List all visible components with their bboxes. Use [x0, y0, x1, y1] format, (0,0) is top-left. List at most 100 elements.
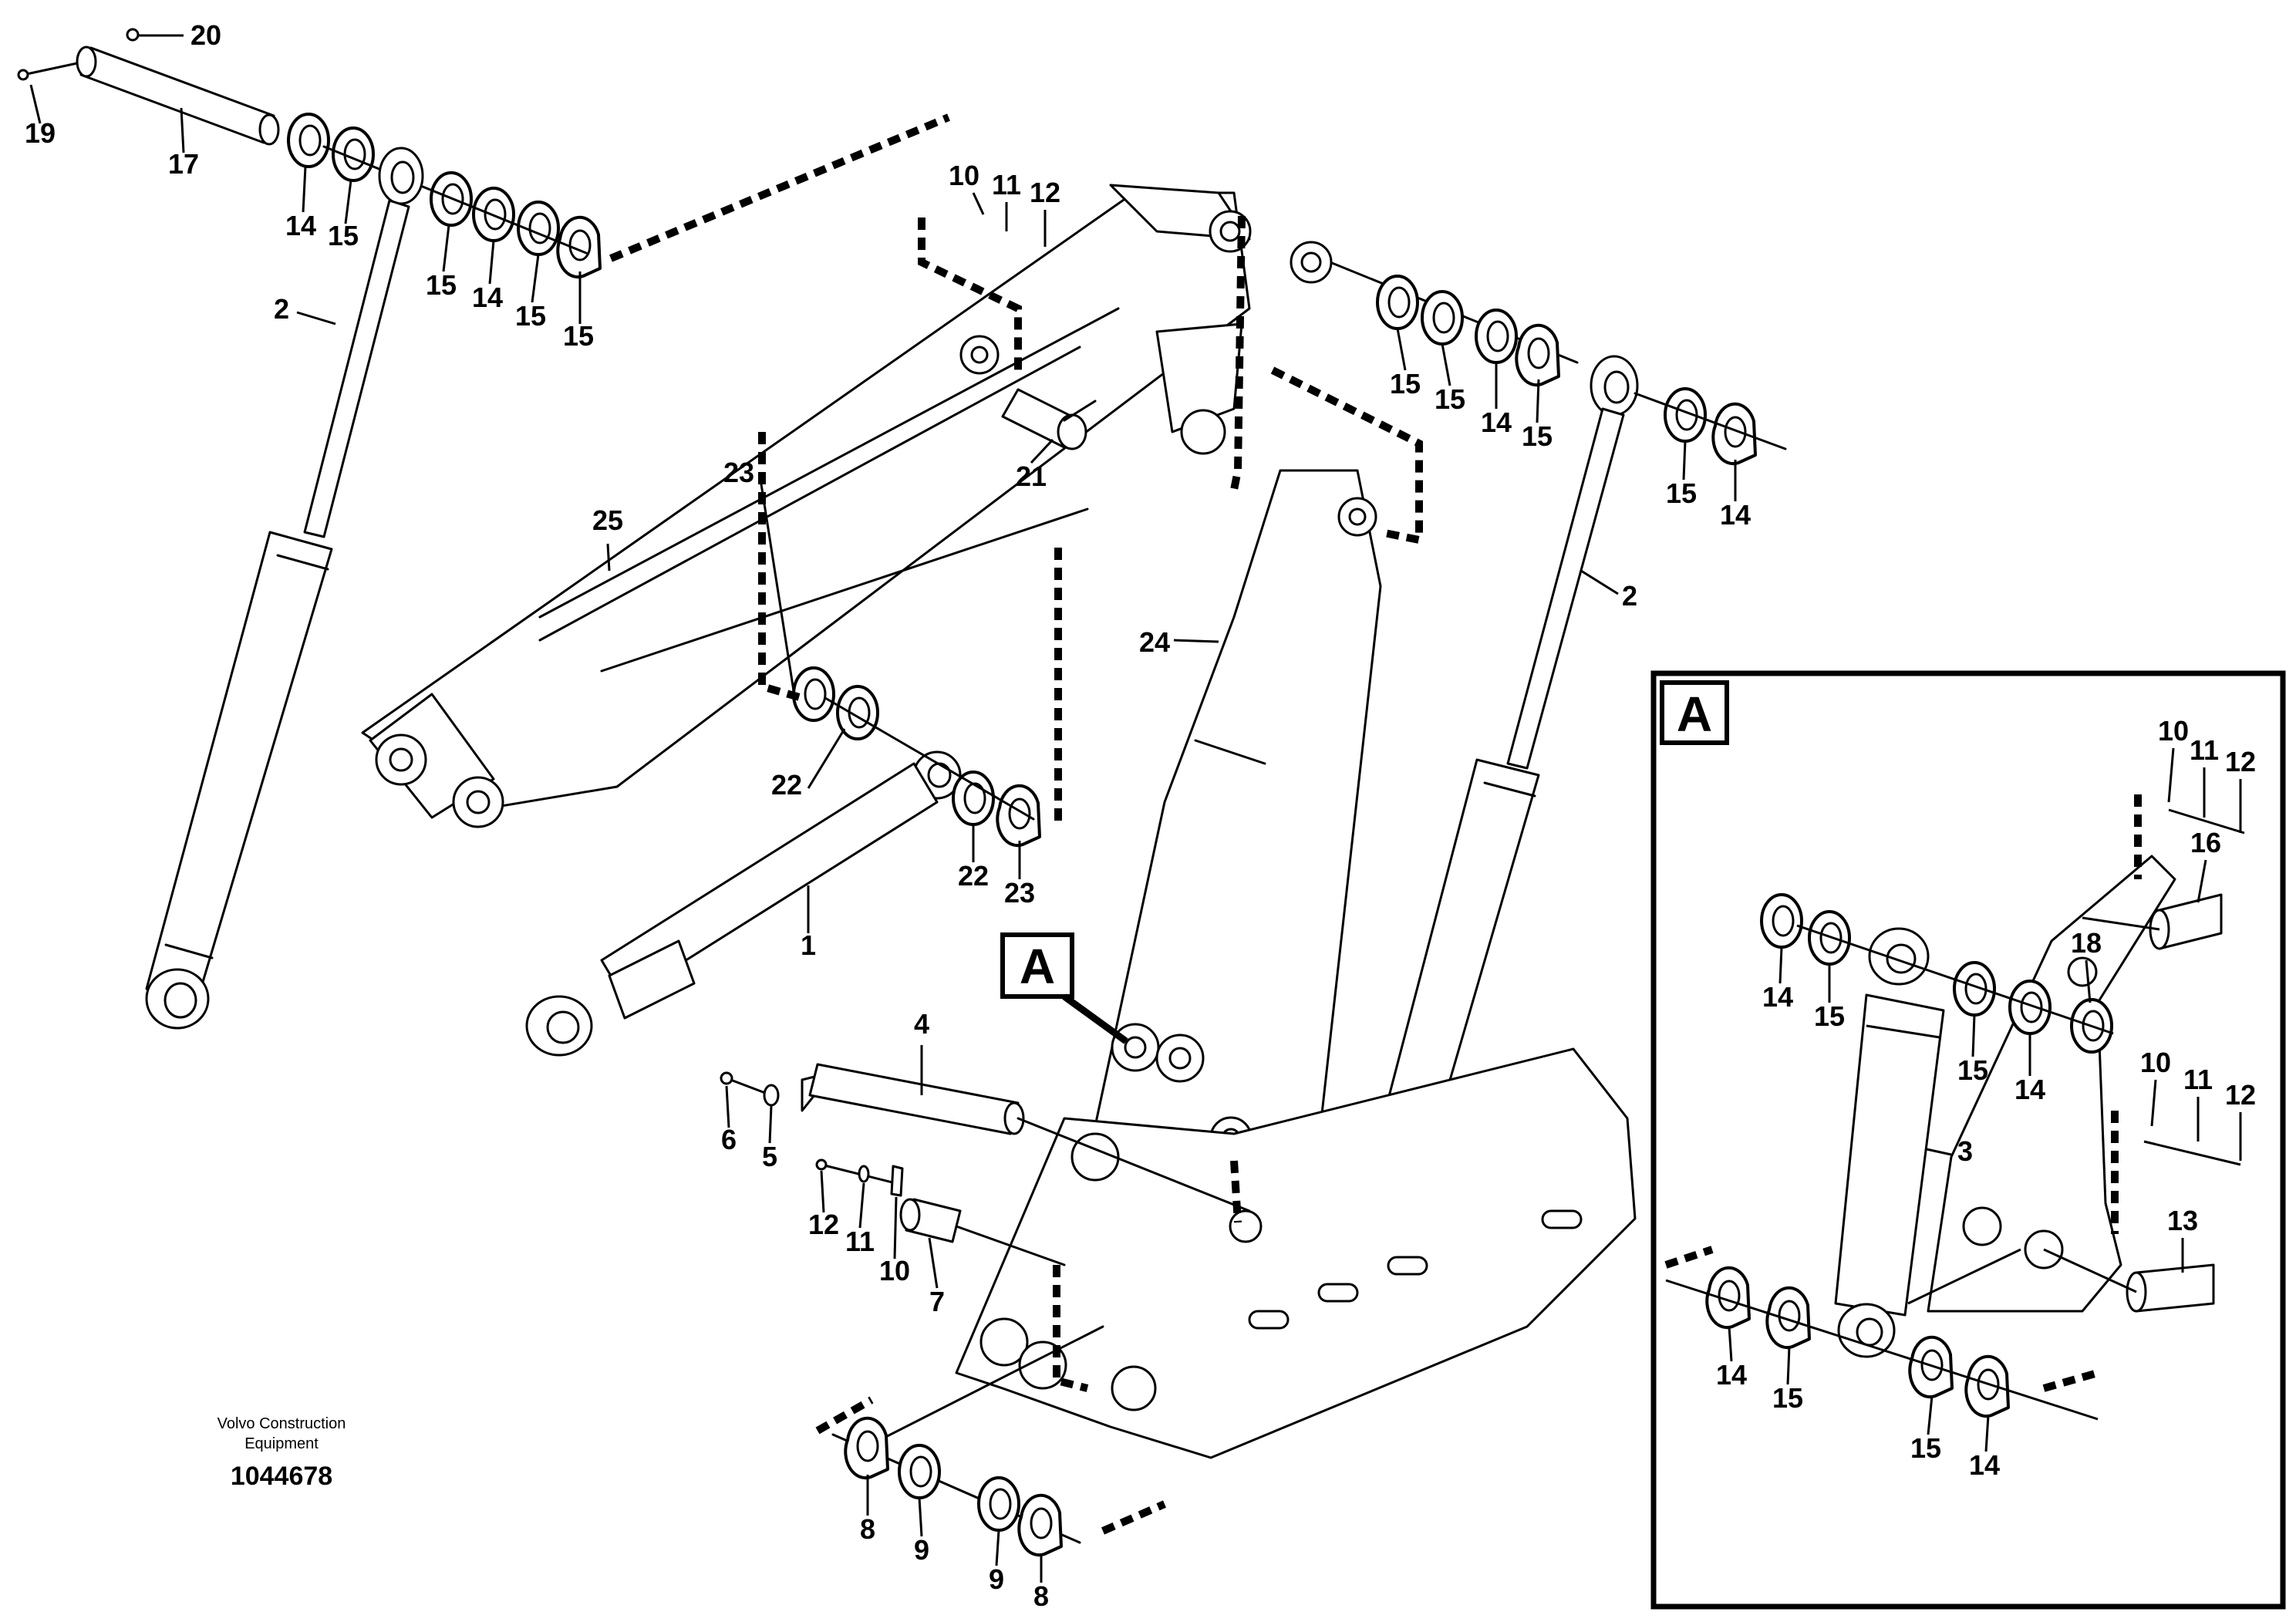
detail-marker-a: A	[1000, 932, 1128, 1044]
callout-label-8: 8	[1033, 1580, 1049, 1612]
callout-label-14: 14	[1969, 1449, 2000, 1481]
callout-label-15: 15	[1957, 1054, 1988, 1086]
washer-stack-top-left	[287, 113, 602, 279]
callout-label-4: 4	[914, 1008, 929, 1040]
callout-leader-16	[2197, 859, 2207, 903]
callout-label-14: 14	[285, 210, 316, 241]
callout-leader-11	[858, 1182, 865, 1229]
callout-label-10: 10	[2158, 715, 2189, 747]
callout-label-15: 15	[1772, 1382, 1803, 1414]
document-number: 1044678	[231, 1462, 332, 1491]
callout-label-5: 5	[762, 1141, 777, 1172]
callout-label-9: 9	[989, 1563, 1004, 1595]
callout-label-14: 14	[1762, 981, 1793, 1013]
callout-label-14: 14	[2014, 1074, 2045, 1105]
callout-label-19: 19	[25, 117, 56, 149]
callout-label-18: 18	[2071, 927, 2102, 959]
callout-leader-9	[918, 1497, 923, 1537]
svg-text:A: A	[1020, 939, 1055, 994]
callout-leader-23	[758, 474, 796, 696]
callout-leader-6	[725, 1085, 730, 1128]
boom-cylinder-left	[145, 147, 424, 1030]
callout-leader-14	[1728, 1326, 1733, 1362]
callout-leader-15	[1396, 328, 1407, 371]
callout-leader-12	[820, 1170, 825, 1213]
arm-25	[361, 184, 1333, 828]
callout-label-15: 15	[1666, 477, 1697, 509]
callout-label-22: 22	[958, 860, 989, 892]
callout-label-15: 15	[563, 320, 594, 352]
callout-label-13: 13	[2167, 1205, 2198, 1236]
pin-4	[720, 1063, 1251, 1212]
callout-leader-10	[893, 1196, 898, 1259]
callout-label-11: 11	[845, 1226, 875, 1257]
callout-leader-14	[488, 240, 495, 285]
callout-label-15: 15	[515, 300, 546, 332]
callout-label-10: 10	[949, 160, 979, 191]
callout-leader-15	[1536, 379, 1540, 423]
callout-label-12: 12	[1030, 177, 1060, 208]
callout-leader-2	[296, 311, 336, 325]
callout-label-14: 14	[1720, 499, 1751, 531]
callout-label-11: 11	[2190, 734, 2219, 766]
callout-label-15: 15	[1522, 420, 1553, 452]
callout-leader-15	[442, 224, 450, 272]
callout-label-22: 22	[771, 769, 802, 801]
callout-label-11: 11	[2183, 1064, 2213, 1095]
callout-label-14: 14	[472, 282, 503, 313]
detail-view-a: A	[1650, 670, 2286, 1610]
callout-label-15: 15	[1390, 368, 1421, 400]
callout-label-9: 9	[914, 1534, 929, 1566]
callout-label-15: 15	[328, 220, 359, 251]
callout-label-6: 6	[721, 1124, 737, 1155]
publisher-line-2: Equipment	[244, 1435, 319, 1452]
callout-leader-19	[29, 84, 42, 124]
pin-21	[1001, 388, 1097, 450]
callout-leader-25	[606, 543, 611, 572]
callout-leader-9	[995, 1529, 1000, 1566]
washer-stack-top-right	[1310, 253, 1579, 387]
callout-leader-15	[531, 254, 540, 303]
callout-label-15: 15	[1435, 383, 1465, 415]
detail-view-label: A	[1677, 686, 1712, 742]
callout-label-8: 8	[860, 1513, 875, 1545]
callout-leader-7	[928, 1237, 939, 1289]
callout-leader-24	[1173, 639, 1219, 643]
pin-7	[815, 1158, 1066, 1266]
callout-leader-10	[2150, 1079, 2157, 1127]
dashed-routing-lines	[609, 113, 1423, 1535]
callout-label-16: 16	[2190, 827, 2221, 858]
callout-label-12: 12	[2225, 746, 2256, 777]
callout-label-12: 12	[2225, 1079, 2256, 1111]
callout-label-23: 23	[1004, 877, 1035, 909]
callout-label-25: 25	[592, 504, 623, 536]
callout-label-14: 14	[1716, 1359, 1747, 1391]
publisher-line-1: Volvo Construction	[217, 1415, 346, 1432]
callout-leader-15	[1971, 1014, 1976, 1057]
callout-leader-14	[1984, 1415, 1990, 1452]
callout-label-7: 7	[929, 1286, 945, 1317]
callout-leader-22	[807, 728, 846, 789]
callout-label-10: 10	[2140, 1047, 2171, 1078]
callout-label-15: 15	[426, 269, 457, 301]
boom-24	[1094, 469, 1382, 1174]
callout-label-2: 2	[1622, 580, 1637, 612]
callout-leader-15	[1441, 343, 1451, 386]
callout-leader-10	[972, 192, 985, 215]
callout-leader-14	[302, 166, 307, 213]
callout-leader-15	[1927, 1395, 1934, 1435]
publisher-caption: Volvo Construction Equipment 1044678	[217, 1415, 346, 1491]
washer-stack-bottom	[831, 1325, 1104, 1557]
callout-label-3: 3	[1957, 1135, 1973, 1167]
callout-label-1: 1	[801, 929, 816, 961]
callout-leader-15	[344, 180, 352, 224]
callout-label-11: 11	[992, 169, 1021, 201]
arm-cylinder-1	[525, 666, 1041, 1057]
callout-leader-2	[1580, 569, 1619, 595]
callout-label-14: 14	[1481, 406, 1512, 438]
callout-leader-3	[1926, 1148, 1952, 1156]
callout-leader-21	[1030, 438, 1054, 464]
callout-label-2: 2	[274, 293, 289, 325]
